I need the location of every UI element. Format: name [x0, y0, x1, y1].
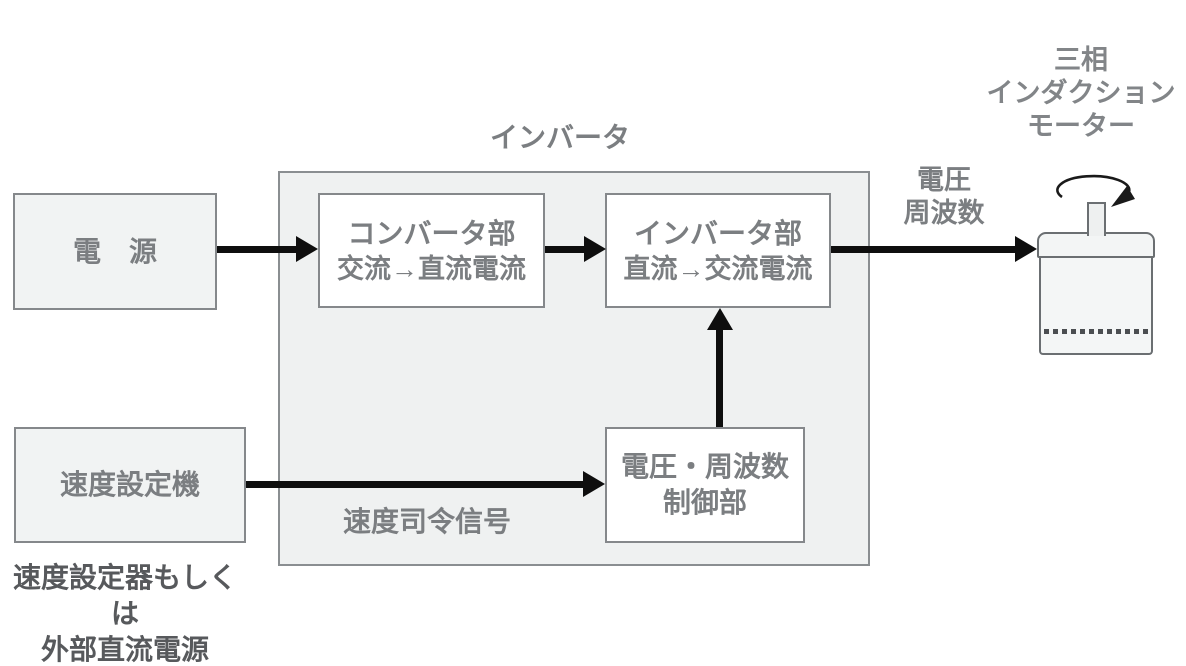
converter-subtitle: 交流→直流電流 — [337, 253, 526, 284]
power-source-box: 電 源 — [13, 193, 217, 310]
three-phase-motor-label: 三相 インダクション モーター — [976, 44, 1186, 143]
output-label-line2: 周波数 — [903, 198, 985, 228]
inverter-section-title: インバータ部 — [633, 217, 802, 249]
inverter-group-label: インバータ — [489, 122, 630, 153]
output-voltage-frequency-label: 電圧 周波数 — [874, 164, 1014, 230]
inverter-section-box: インバータ部 直流→交流電流 — [605, 193, 831, 308]
speed-setter-label: 速度設定機 — [59, 469, 200, 500]
speed-command-label: 速度司令信号 — [342, 506, 511, 537]
power-source-label: 電 源 — [72, 235, 157, 267]
motor-dotted-line — [1044, 329, 1148, 334]
motor-body — [1039, 258, 1153, 355]
speed-setter-note: 速度設定器もしくは 外部直流電源 — [0, 560, 250, 666]
converter-box: コンバータ部 交流→直流電流 — [318, 193, 545, 308]
output-label-line1: 電圧 — [917, 165, 971, 195]
vf-control-subtitle: 制御部 — [662, 487, 747, 518]
speed-setter-box: 速度設定機 — [14, 427, 246, 543]
motor-cap — [1037, 232, 1155, 258]
vf-control-box: 電圧・周波数 制御部 — [605, 427, 805, 543]
rotation-arrow-icon — [1056, 174, 1135, 207]
motor-shaft — [1087, 202, 1106, 236]
vf-control-title: 電圧・周波数 — [620, 451, 789, 482]
converter-title: コンバータ部 — [347, 217, 516, 249]
motor-label-line3: モーター — [1027, 111, 1135, 141]
motor-label-line2: インダクション — [986, 78, 1176, 108]
motor-label-line1: 三相 — [1054, 45, 1108, 75]
speed-setter-note-line1: 速度設定器もしくは — [12, 562, 237, 629]
speed-setter-note-line2: 外部直流電源 — [40, 634, 209, 665]
inverter-section-subtitle: 直流→交流電流 — [623, 253, 813, 284]
